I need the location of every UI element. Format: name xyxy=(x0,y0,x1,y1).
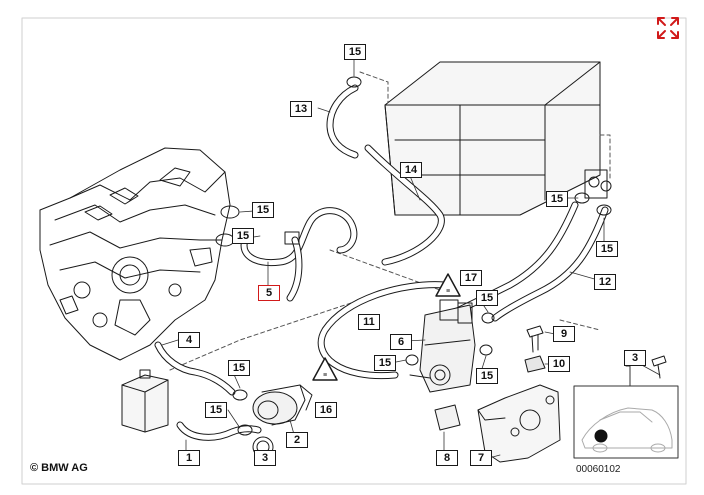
callout-4[interactable]: 4 xyxy=(178,332,200,348)
callout-15[interactable]: 15 xyxy=(232,228,254,244)
callout-15[interactable]: 15 xyxy=(252,202,274,218)
callout-15[interactable]: 15 xyxy=(476,368,498,384)
warning-triangle-icon: ≡ xyxy=(312,357,338,381)
heater-core-box xyxy=(384,61,612,216)
expansion-tank xyxy=(121,369,169,433)
image-code: 00060102 xyxy=(576,464,621,475)
callout-12[interactable]: 12 xyxy=(594,274,616,290)
callout-10[interactable]: 10 xyxy=(548,356,570,372)
callout-6[interactable]: 6 xyxy=(390,334,412,350)
callout-15[interactable]: 15 xyxy=(228,360,250,376)
callout-14[interactable]: 14 xyxy=(400,162,422,178)
copyright-text: © BMW AG xyxy=(30,462,88,474)
engine-block xyxy=(39,147,231,361)
svg-text:≡: ≡ xyxy=(323,372,327,379)
callout-2[interactable]: 2 xyxy=(286,432,308,448)
callout-15[interactable]: 15 xyxy=(596,241,618,257)
callout-15[interactable]: 15 xyxy=(205,402,227,418)
vehicle-inset xyxy=(573,355,679,459)
callout-1[interactable]: 1 xyxy=(178,450,200,466)
control-valve xyxy=(409,299,476,393)
screw xyxy=(526,325,544,353)
callout-5-selected[interactable]: 5 xyxy=(258,285,280,301)
callout-16[interactable]: 16 xyxy=(315,402,337,418)
callout-15[interactable]: 15 xyxy=(476,290,498,306)
callout-3[interactable]: 3 xyxy=(254,450,276,466)
callout-15[interactable]: 15 xyxy=(546,191,568,207)
warning-triangle-icon: ≡ xyxy=(435,273,461,297)
callout-15[interactable]: 15 xyxy=(374,355,396,371)
diagram-frame xyxy=(21,17,687,485)
callout-3[interactable]: 3 xyxy=(624,350,646,366)
callout-8[interactable]: 8 xyxy=(436,450,458,466)
expand-icon[interactable] xyxy=(656,16,680,40)
callout-15[interactable]: 15 xyxy=(344,44,366,60)
auxiliary-water-pump xyxy=(252,384,313,426)
callout-17[interactable]: 17 xyxy=(460,270,482,286)
callout-13[interactable]: 13 xyxy=(290,101,312,117)
callout-9[interactable]: 9 xyxy=(553,326,575,342)
callout-11[interactable]: 11 xyxy=(358,314,380,330)
svg-text:≡: ≡ xyxy=(446,288,450,295)
callout-7[interactable]: 7 xyxy=(470,450,492,466)
